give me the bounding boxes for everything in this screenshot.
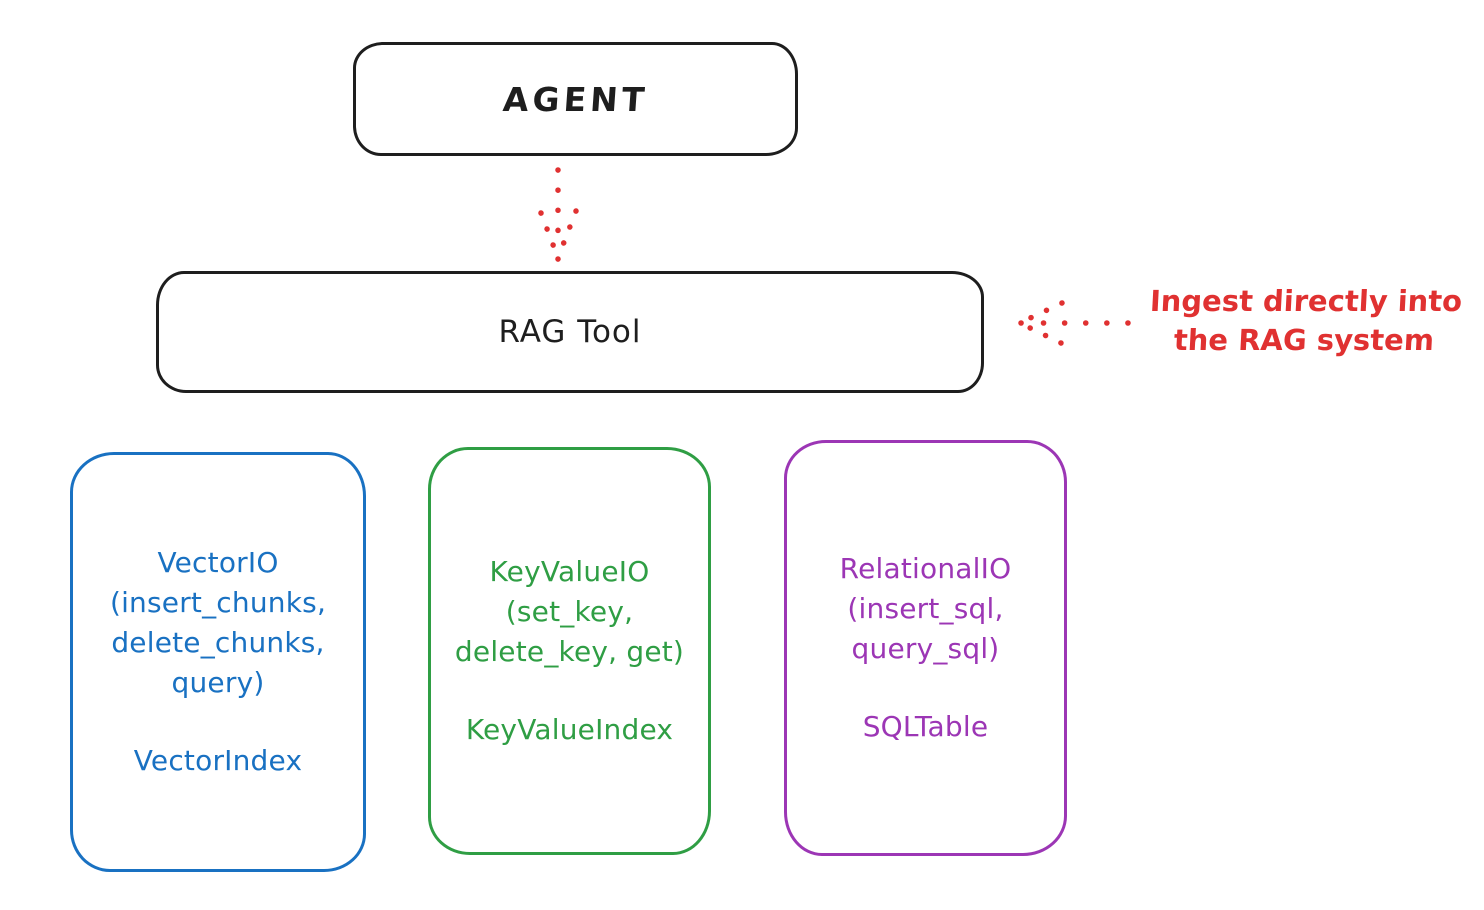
relational-io-methods-label: RelationalIO (insert_sql, query_sql) xyxy=(839,552,1012,665)
keyvalue-index-label: KeyValueIndex xyxy=(465,713,674,746)
vector-index-label: VectorIndex xyxy=(133,744,303,777)
annotation-to-ragtool-arrow-icon xyxy=(1018,300,1131,346)
agent-box-label: AGENT xyxy=(501,79,650,119)
relational-io-box: RelationalIO (insert_sql, query_sql) SQL… xyxy=(784,440,1067,856)
rag-tool-box-label: RAG Tool xyxy=(498,314,642,350)
rag-tool-box: RAG Tool xyxy=(156,271,984,393)
ingest-annotation: Ingest directly into the RAG system xyxy=(1149,284,1464,357)
agent-to-ragtool-arrow-icon xyxy=(538,167,579,262)
vector-io-methods-label: VectorIO (insert_chunks, delete_chunks, … xyxy=(109,546,327,699)
keyvalue-io-methods-label: KeyValueIO (set_key, delete_key, get) xyxy=(454,555,685,668)
agent-box: AGENT xyxy=(353,42,798,156)
vector-io-box: VectorIO (insert_chunks, delete_chunks, … xyxy=(70,452,366,872)
sql-table-label: SQLTable xyxy=(862,710,989,743)
keyvalue-io-box: KeyValueIO (set_key, delete_key, get) Ke… xyxy=(428,447,711,855)
